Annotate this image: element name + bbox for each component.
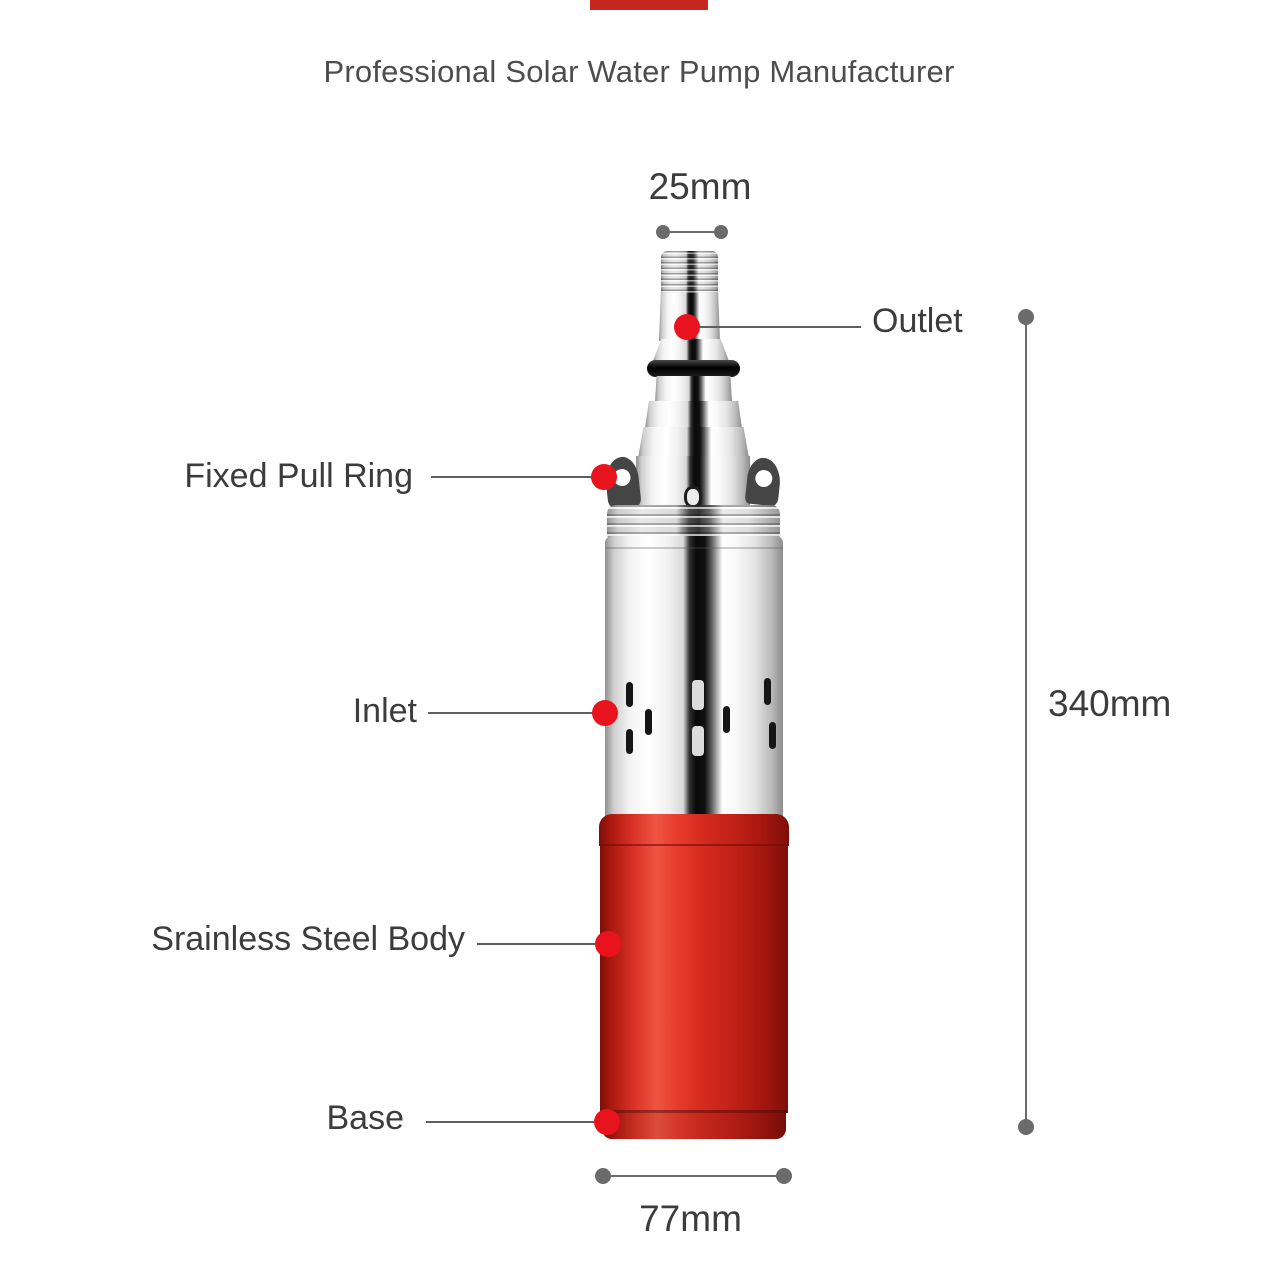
pump-base-seam xyxy=(601,1110,787,1113)
pump-o-ring xyxy=(647,360,740,377)
pump-red-body xyxy=(600,846,788,1113)
leader-line-base xyxy=(426,1121,607,1123)
inlet-slot xyxy=(764,678,771,705)
leader-line-inlet xyxy=(428,712,605,714)
inlet-slot xyxy=(692,680,704,710)
inlet-slot xyxy=(723,706,730,733)
callout-fixed-pull-ring-label: Fixed Pull Ring xyxy=(184,457,413,495)
pump-body-ring-line xyxy=(605,547,783,549)
inlet-slot xyxy=(626,729,633,754)
callout-steel-body-label: Srainless Steel Body xyxy=(151,920,465,958)
dimension-line-overall-height xyxy=(1025,317,1027,1127)
inlet-slot xyxy=(769,722,776,749)
dimension-base-width-label: 77mm xyxy=(639,1198,742,1239)
pump-pull-ring-right xyxy=(744,456,783,507)
pump-top-cap xyxy=(607,505,780,538)
dimension-endpoint-dot xyxy=(714,225,728,239)
dimension-endpoint-dot xyxy=(1018,309,1034,325)
inlet-marker-dot xyxy=(592,700,618,726)
pump-red-cap xyxy=(599,814,789,846)
dimension-endpoint-dot xyxy=(1018,1119,1034,1135)
dimension-endpoint-dot xyxy=(595,1168,611,1184)
callout-outlet-label: Outlet xyxy=(872,302,963,340)
base-marker-dot xyxy=(594,1109,620,1135)
leader-line-outlet xyxy=(687,326,861,328)
callout-base-label: Base xyxy=(326,1099,405,1137)
leader-line-fixed-pull-ring xyxy=(431,476,604,478)
dimension-line-outlet-width xyxy=(663,231,721,233)
pump-base xyxy=(602,1113,786,1139)
fixed-pull-ring-marker-dot xyxy=(591,464,617,490)
pump-neck xyxy=(655,376,732,402)
dimension-endpoint-dot xyxy=(776,1168,792,1184)
steel-body-marker-dot xyxy=(595,931,621,957)
inlet-slot xyxy=(645,709,652,735)
pump-stainless-body xyxy=(605,536,783,817)
inlet-slot xyxy=(692,726,704,756)
pump-outlet-thread xyxy=(661,251,718,295)
dimension-outlet-width-label: 25mm xyxy=(648,166,752,207)
pump-nozzle-flare xyxy=(653,339,729,361)
inlet-slot xyxy=(626,682,633,707)
pump-shoulder xyxy=(638,427,749,458)
pump-collar xyxy=(645,401,742,428)
callout-inlet-label: Inlet xyxy=(352,692,417,730)
dimension-overall-height-label: 340mm xyxy=(1048,683,1172,724)
dimension-endpoint-dot xyxy=(656,225,670,239)
leader-line-steel-body xyxy=(477,943,608,945)
page-title: Professional Solar Water Pump Manufactur… xyxy=(323,54,955,89)
accent-bar xyxy=(590,0,708,10)
outlet-marker-dot xyxy=(674,314,700,340)
dimension-line-base-width xyxy=(603,1175,784,1177)
